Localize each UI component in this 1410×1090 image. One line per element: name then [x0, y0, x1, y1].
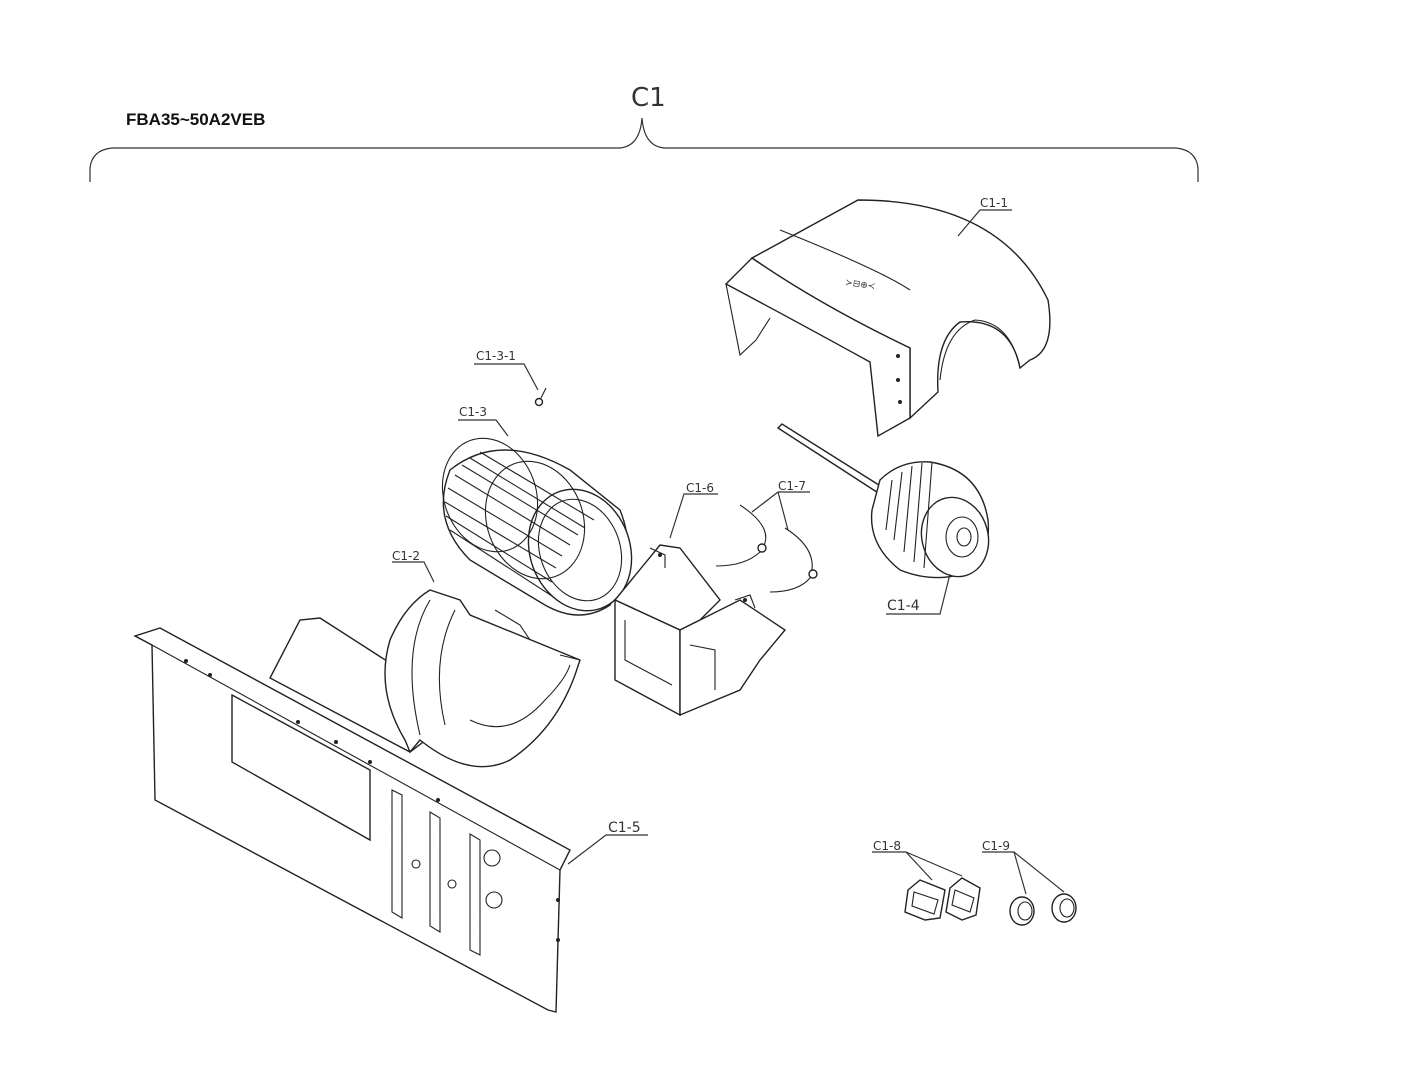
- leader-c1-6: [669, 493, 718, 539]
- fan-housing: ≻⊟⊕≺: [724, 199, 1051, 438]
- model-title: FBA35~50A2VEB: [126, 110, 266, 129]
- terminal-blocks: [904, 877, 981, 921]
- leader-c1-3-1: [474, 363, 539, 391]
- label-c1-1: C1-1: [980, 196, 1008, 210]
- leader-c1-4: [886, 573, 951, 615]
- set-screw: [534, 387, 547, 407]
- motor-bracket: [613, 544, 787, 717]
- bushings: [1009, 893, 1077, 926]
- label-c1-5: C1-5: [608, 820, 641, 836]
- group-brace: [89, 117, 1199, 182]
- leader-c1-2: [392, 561, 435, 583]
- label-c1-9: C1-9: [982, 839, 1010, 853]
- label-c1-4: C1-4: [887, 598, 920, 614]
- clamp-bands: [715, 504, 818, 593]
- leader-c1-5: [567, 834, 648, 865]
- fan-impeller: [441, 437, 633, 616]
- label-c1-7: C1-7: [778, 479, 806, 493]
- leader-c1-1: [957, 209, 1012, 237]
- label-c1-3-1: C1-3-1: [476, 349, 516, 363]
- label-c1-2: C1-2: [392, 549, 420, 563]
- leader-c1-7: [751, 491, 810, 531]
- label-c1-6: C1-6: [686, 481, 714, 495]
- group-label: C1: [631, 83, 666, 113]
- label-c1-3: C1-3: [459, 405, 487, 419]
- mounting-plate: [133, 627, 571, 1013]
- lower-housing: [269, 589, 581, 768]
- svg-text:≻⊟⊕≺: ≻⊟⊕≺: [845, 278, 876, 292]
- leader-c1-8: [872, 851, 963, 881]
- leader-c1-9: [982, 851, 1065, 895]
- leader-c1-3: [458, 419, 509, 437]
- label-c1-8: C1-8: [873, 839, 901, 853]
- fan-motor: [776, 423, 990, 579]
